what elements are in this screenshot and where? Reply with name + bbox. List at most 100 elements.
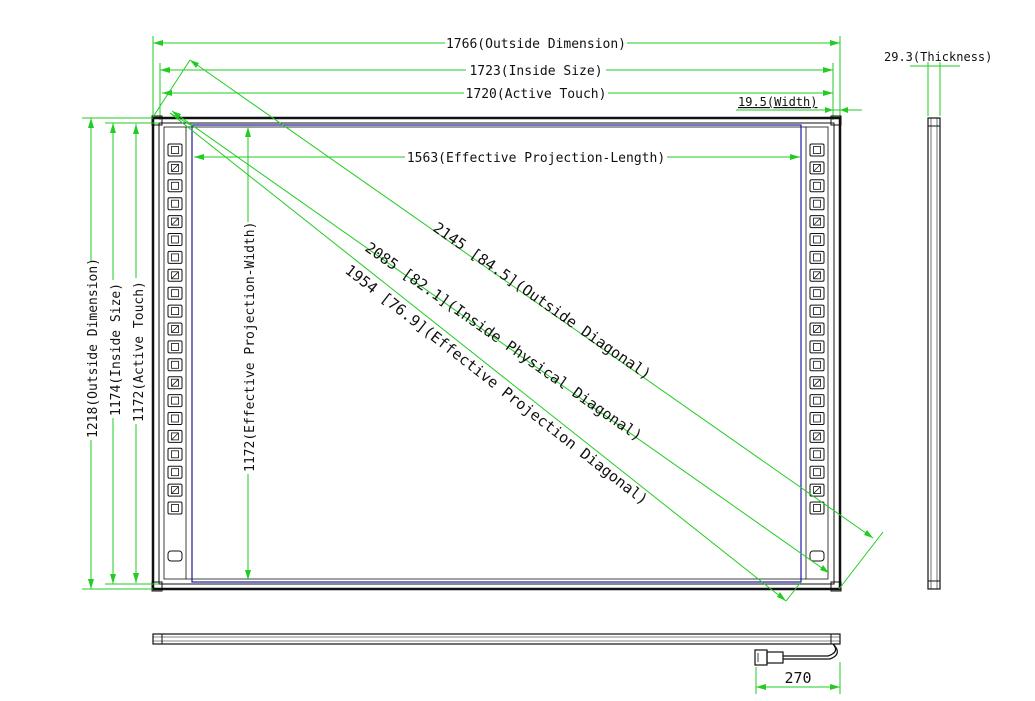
select-icon xyxy=(813,504,821,512)
shortcut-button-left-11[interactable] xyxy=(167,322,183,336)
thickness-label: 29.3(Thickness) xyxy=(884,50,992,64)
shortcut-button-left-5[interactable] xyxy=(167,215,183,229)
undo-icon xyxy=(171,235,179,244)
shortcut-button-left-18[interactable] xyxy=(167,447,183,461)
redo-icon xyxy=(171,414,179,423)
redo-icon xyxy=(171,253,179,262)
keyboard-icon xyxy=(171,432,179,441)
effective-projection-length-dimension: 1563(Effective Projection-Length) xyxy=(194,148,800,166)
shortcut-button-right-12[interactable] xyxy=(809,340,825,354)
shortcut-button-left-15[interactable] xyxy=(167,394,183,408)
left-shortcut-buttons xyxy=(167,143,183,562)
shortcut-button-right-15[interactable] xyxy=(809,394,825,408)
menu-icon xyxy=(813,289,821,298)
shortcut-button-right-6[interactable] xyxy=(809,233,825,246)
board-side-view xyxy=(927,117,941,590)
shortcut-button-right-20[interactable] xyxy=(809,483,825,497)
eraser-icon xyxy=(813,325,821,333)
menu-icon xyxy=(171,289,179,298)
eraser-icon xyxy=(813,486,821,495)
inside-diagonal-dimension: 2085 [82.1](Inside Physical Diagonal) xyxy=(171,110,830,574)
shortcut-button-left-3[interactable] xyxy=(167,179,183,193)
pen-icon xyxy=(813,468,821,477)
eraser-icon xyxy=(813,163,821,172)
page-icon xyxy=(171,360,179,369)
shortcut-button-left-14[interactable] xyxy=(167,376,183,390)
shortcut-button-right-21[interactable] xyxy=(809,501,825,515)
page-icon xyxy=(171,199,179,208)
redo-icon xyxy=(813,414,821,423)
shortcut-button-left-8[interactable] xyxy=(167,268,183,282)
cable-length-label: 270 xyxy=(784,669,811,687)
shortcut-button-left-1[interactable] xyxy=(167,143,183,157)
outside-height-dimension: 1218(Outside Dimension) xyxy=(82,117,153,590)
shortcut-button-right-5[interactable] xyxy=(809,215,825,229)
select-icon xyxy=(171,181,179,190)
shortcut-button-right-11[interactable] xyxy=(809,322,825,336)
outside-diagonal-dimension: 2145 [84.5](Outside Diagonal) xyxy=(152,59,884,590)
shortcut-button-right-16[interactable] xyxy=(809,412,825,425)
pen-tray-right xyxy=(809,550,825,562)
shortcut-button-left-20[interactable] xyxy=(167,483,183,497)
shortcut-button-right-7[interactable] xyxy=(809,250,825,264)
shortcut-button-right-1[interactable] xyxy=(809,143,825,157)
zoom-icon xyxy=(171,217,179,226)
shortcut-button-right-18[interactable] xyxy=(809,447,825,461)
shortcut-button-left-16[interactable] xyxy=(167,412,183,425)
effective-projection-width-label: 1172(Effective Projection-Width) xyxy=(243,222,258,472)
page-icon xyxy=(813,360,821,369)
shortcut-button-right-4[interactable] xyxy=(809,197,825,211)
pen-icon xyxy=(171,468,179,477)
undo-icon xyxy=(813,396,821,405)
pen-icon xyxy=(813,307,821,316)
shortcut-button-right-17[interactable] xyxy=(809,429,825,443)
shortcut-button-left-7[interactable] xyxy=(167,250,183,264)
keyboard-icon xyxy=(813,432,821,441)
active-touch-height-dimension: 1172(Active Touch) xyxy=(128,124,147,583)
shortcut-button-left-17[interactable] xyxy=(167,429,183,443)
keyboard-icon xyxy=(171,271,179,280)
select-icon xyxy=(171,504,179,512)
shortcut-button-right-3[interactable] xyxy=(809,179,825,193)
shortcut-button-right-9[interactable] xyxy=(809,286,825,300)
shortcut-button-left-2[interactable] xyxy=(167,161,183,175)
effective-projection-width-dimension: 1172(Effective Projection-Width) xyxy=(240,127,258,580)
shortcut-button-left-6[interactable] xyxy=(167,233,183,246)
shortcut-button-right-10[interactable] xyxy=(809,304,825,318)
frame-width-label: 19.5(Width) xyxy=(738,95,817,109)
thickness-dimension: 29.3(Thickness) xyxy=(884,50,992,116)
menu-icon xyxy=(171,450,179,459)
menu-icon xyxy=(813,450,821,459)
redo-icon xyxy=(813,253,821,262)
effective-diagonal-dimension: 1954 [76.9](Effective Projection Diagona… xyxy=(169,112,802,602)
eraser-icon xyxy=(171,486,179,495)
shortcut-button-right-13[interactable] xyxy=(809,358,825,372)
shortcut-button-right-8[interactable] xyxy=(809,268,825,282)
board-front-view xyxy=(151,115,842,592)
shortcut-button-left-13[interactable] xyxy=(167,358,183,372)
shortcut-button-left-12[interactable] xyxy=(167,340,183,354)
shortcut-button-right-2[interactable] xyxy=(809,161,825,175)
right-shortcut-buttons xyxy=(809,143,825,562)
page-icon xyxy=(813,199,821,208)
inside-width-dimension: 1723(Inside Size) xyxy=(159,61,834,120)
undo-icon xyxy=(171,396,179,405)
shortcut-button-left-4[interactable] xyxy=(167,197,183,211)
eraser-icon xyxy=(171,325,179,333)
shortcut-button-right-19[interactable] xyxy=(809,465,825,479)
cable-length-dimension: 270 xyxy=(755,662,841,694)
shortcut-button-left-10[interactable] xyxy=(167,304,183,318)
outside-width-dimension: 1766(Outside Dimension) xyxy=(152,34,841,122)
pen-tray-left xyxy=(167,550,183,562)
zoom-icon xyxy=(171,378,179,387)
active-touch-width-label: 1720(Active Touch) xyxy=(466,87,607,102)
active-touch-width-dimension: 1720(Active Touch) xyxy=(162,84,833,102)
shortcut-button-left-9[interactable] xyxy=(167,286,183,300)
outside-height-label: 1218(Outside Dimension) xyxy=(86,258,101,438)
shortcut-button-right-14[interactable] xyxy=(809,376,825,390)
inside-height-label: 1174(Inside Size) xyxy=(109,283,124,416)
eraser-icon xyxy=(171,163,179,172)
shortcut-button-left-19[interactable] xyxy=(167,465,183,479)
shortcut-button-left-21[interactable] xyxy=(167,501,183,515)
zoom-icon xyxy=(813,378,821,387)
